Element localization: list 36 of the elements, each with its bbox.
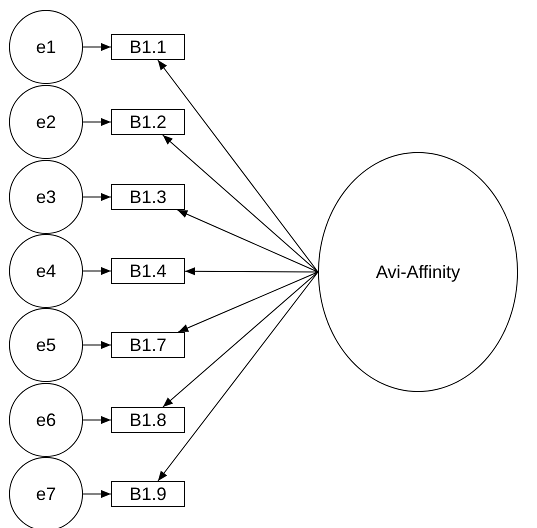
observed-variable-box [111, 184, 185, 210]
arrow [176, 210, 318, 272]
arrow [162, 134, 318, 272]
arrow [178, 272, 318, 332]
node-label: e6 [36, 410, 56, 430]
observed-variable-box [111, 407, 185, 433]
node-label: e1 [36, 36, 56, 58]
node-label: e2 [36, 112, 56, 132]
observed-variable-box [111, 332, 185, 358]
node-label: B1.2 [129, 112, 167, 132]
node-label: e7 [36, 484, 56, 504]
arrow [82, 193, 112, 201]
observed-variable-box [111, 258, 185, 284]
observed-variable-box [111, 34, 185, 60]
node-label: B1.8 [129, 410, 167, 430]
arrow [82, 341, 112, 349]
node-label: e3 [36, 186, 56, 208]
node-label: e4 [36, 260, 56, 282]
arrow [82, 43, 112, 51]
arrow [162, 272, 318, 408]
arrow [82, 416, 112, 424]
observed-variable-box [111, 481, 185, 507]
arrow [82, 118, 112, 126]
node-label: B1.3 [129, 186, 167, 208]
node-label: B1.1 [129, 36, 167, 58]
observed-variable-box [111, 109, 185, 135]
node-label: e5 [36, 334, 56, 356]
node-label: B1.7 [129, 334, 167, 356]
node-label: Avi-Affinity [376, 262, 460, 282]
arrow [82, 490, 112, 498]
arrow [157, 272, 318, 482]
arrow [157, 60, 318, 272]
arrow [184, 267, 318, 276]
node-label: B1.4 [129, 260, 167, 282]
arrow [82, 267, 112, 275]
node-label: B1.9 [129, 484, 167, 504]
